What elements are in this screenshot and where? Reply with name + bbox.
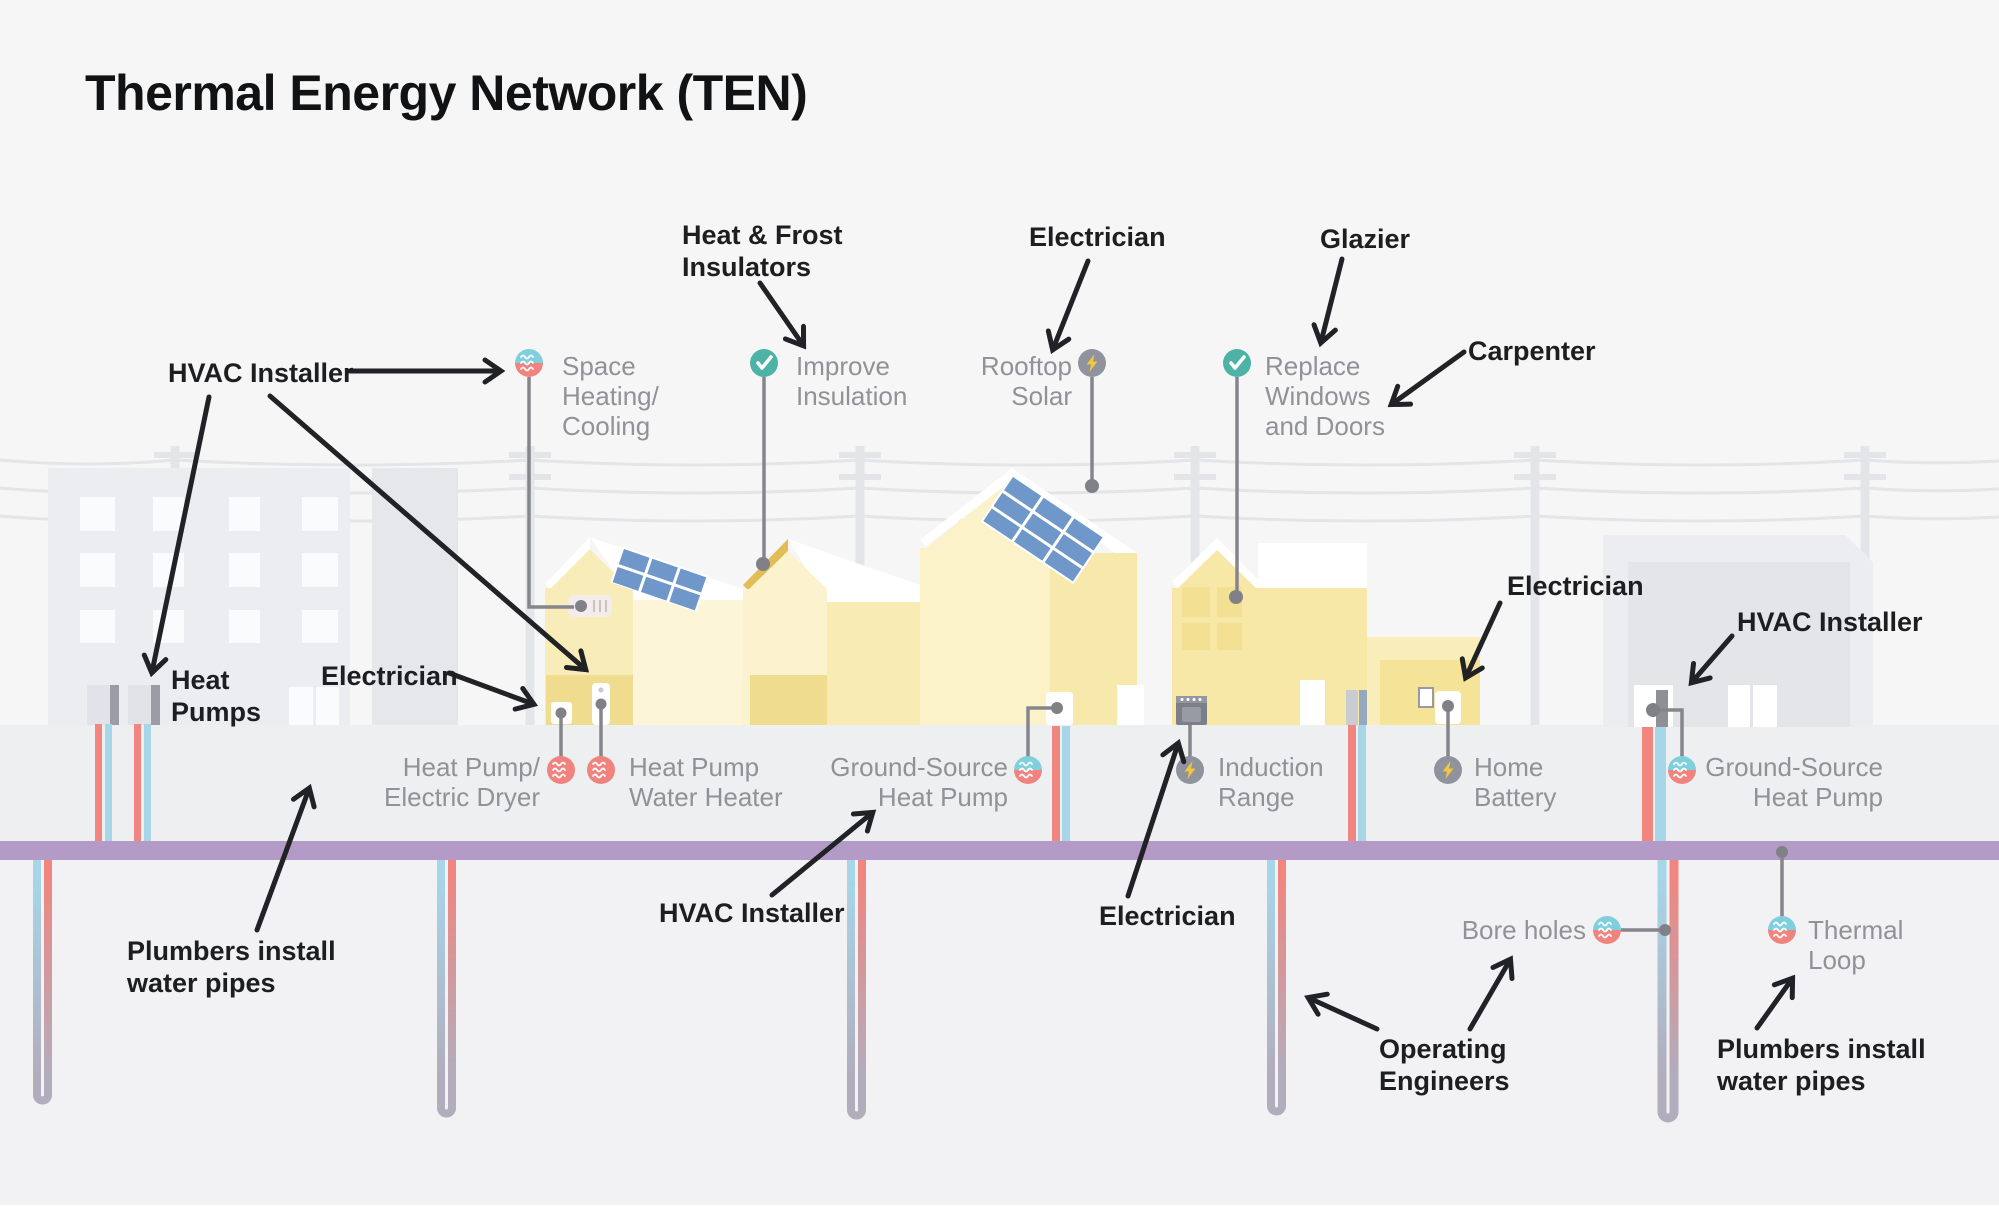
gray-building <box>372 468 458 725</box>
label-ground-source-heat-pump-right: Ground-Source Heat Pump <box>1705 752 1883 812</box>
heat-pump-units <box>87 685 160 725</box>
label-carpenter: Carpenter <box>1468 336 1596 366</box>
thermal-loop-icon <box>1768 916 1796 944</box>
building-service-pipes <box>95 724 1666 842</box>
bottom-margin <box>0 1205 1999 1222</box>
electric-meter <box>1418 687 1434 708</box>
label-rooftop-solar: Rooftop Solar <box>980 351 1072 411</box>
solar-bolt-icon <box>1078 349 1106 377</box>
induction-bolt-icon <box>1176 756 1204 784</box>
label-electrician-top: Electrician <box>1029 222 1166 252</box>
label-induction-range: Induction Range <box>1218 752 1324 812</box>
house-3 <box>920 468 1144 725</box>
label-operating-engineers: Operating Engineers <box>1379 1034 1510 1096</box>
label-glazier: Glazier <box>1320 224 1411 254</box>
dryer-heat-icon <box>547 756 575 784</box>
heating-cooling-icon <box>515 349 543 377</box>
windows-check-icon <box>1223 349 1251 377</box>
label-hvac-installer-right: HVAC Installer <box>1737 607 1923 637</box>
label-heat-frost-insulators: Heat & Frost Insulators <box>682 220 843 282</box>
label-hvac-installer-mid: HVAC Installer <box>659 898 845 928</box>
house-4 <box>1172 538 1368 725</box>
label-space-heating-cooling: Space Heating/ Cooling <box>562 351 659 441</box>
label-bore-holes: Bore holes <box>1461 915 1586 945</box>
four-pane-window <box>1182 587 1242 650</box>
label-electrician-left: Electrician <box>321 661 458 691</box>
label-electrician-mid: Electrician <box>1099 901 1236 931</box>
wall-unit <box>1346 690 1358 725</box>
label-heat-pumps: Heat Pumps <box>171 665 262 727</box>
battery-bolt-icon <box>1434 756 1462 784</box>
door <box>1300 680 1325 725</box>
label-plumbers-right: Plumbers install water pipes <box>1717 1034 1926 1096</box>
page-title: Thermal Energy Network (TEN) <box>85 65 808 121</box>
label-heat-pump-water-heater: Heat Pump Water Heater <box>629 752 783 812</box>
bore-hole-loops <box>33 850 1679 1123</box>
underground-area <box>0 860 1999 1205</box>
small-house <box>1367 637 1480 725</box>
door <box>1117 685 1144 725</box>
label-replace-windows-doors: Replace Windows and Doors <box>1265 351 1385 441</box>
label-home-battery: Home Battery <box>1474 752 1557 812</box>
label-hvac-installer-left: HVAC Installer <box>168 358 354 388</box>
thermal-network-main-pipe <box>0 841 1999 860</box>
insulation-check-icon <box>750 349 778 377</box>
ground-source-mid-icon <box>1014 756 1042 784</box>
label-electrician-right: Electrician <box>1507 571 1644 601</box>
label-improve-insulation: Improve Insulation <box>796 351 908 411</box>
label-ground-source-heat-pump-mid: Ground-Source Heat Pump <box>830 752 1008 812</box>
water-heater-heat-icon <box>587 756 615 784</box>
connector-stems <box>527 377 1784 932</box>
annotation-arrows <box>141 256 1796 1032</box>
label-thermal-loop: Thermal Loop <box>1808 915 1904 975</box>
connector-dots <box>555 479 1788 936</box>
label-heat-pump-electric-dryer: Heat Pump/ Electric Dryer <box>383 752 540 812</box>
solar-panel-large <box>980 474 1106 585</box>
solar-panel-small <box>610 546 709 613</box>
label-plumbers-left: Plumbers install water pipes <box>127 936 336 998</box>
commercial-building-right <box>1603 535 1873 727</box>
bore-holes-icon <box>1593 916 1621 944</box>
